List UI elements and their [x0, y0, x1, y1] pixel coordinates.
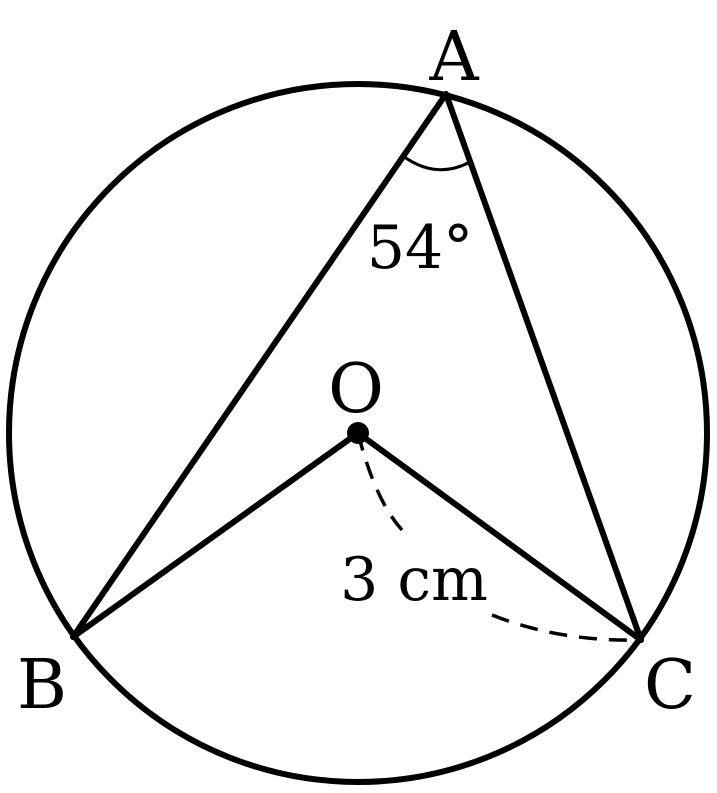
angle-arc-a: [402, 154, 471, 172]
angle-a-label: 54°: [367, 213, 473, 283]
segment-oc: [355, 430, 644, 643]
radius-label: 3 cm: [340, 545, 488, 615]
radius-dashed-arc-lower: [491, 613, 642, 642]
label-o: O: [328, 350, 384, 429]
label-b: B: [17, 646, 67, 725]
circle: [6, 81, 710, 785]
center-point: [347, 422, 369, 444]
radius-dashed-arc: [356, 432, 404, 532]
segment-ob: [70, 430, 361, 640]
label-a: A: [428, 18, 479, 97]
segment-ab: [70, 91, 449, 640]
segment-ac: [443, 91, 644, 643]
label-c: C: [644, 646, 696, 725]
